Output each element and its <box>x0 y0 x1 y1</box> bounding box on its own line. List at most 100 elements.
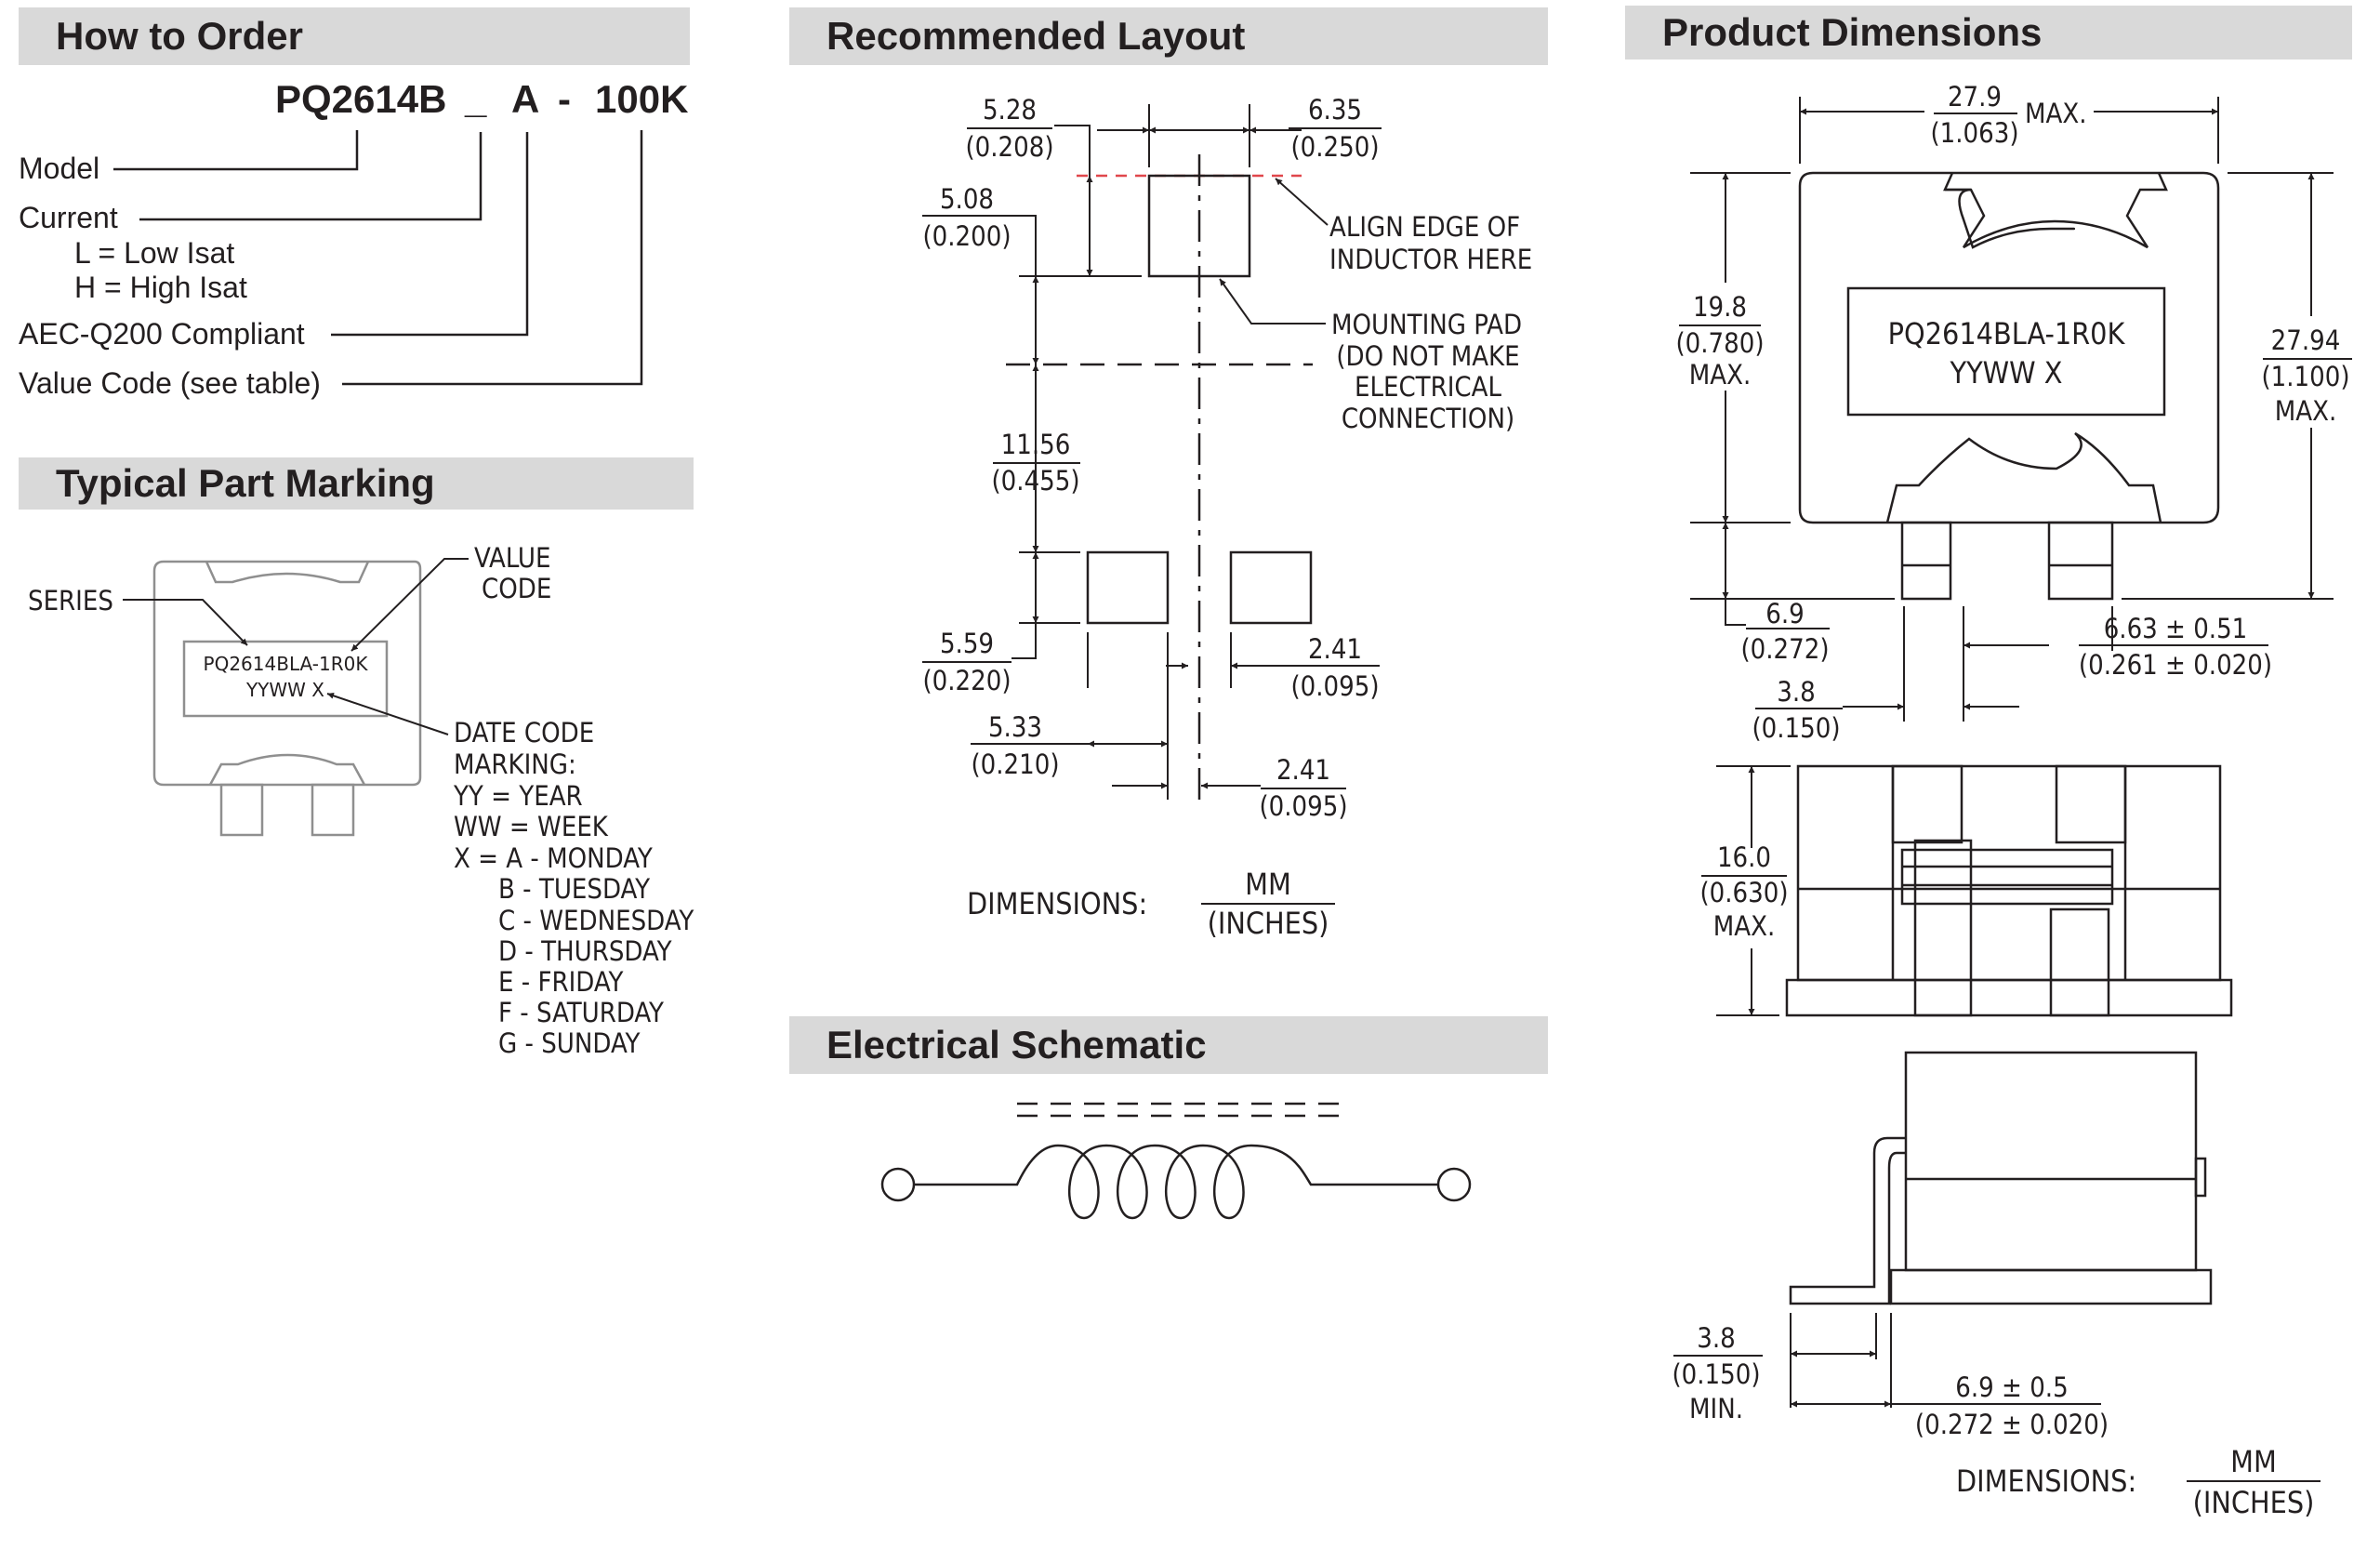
dim-text-h2-mm: 27.94 <box>2271 325 2341 356</box>
dim-text-d8-mm: 2.41 <box>1276 754 1330 786</box>
series-leader <box>123 599 248 646</box>
layout-dims-label: DIMENSIONS: <box>967 886 1147 921</box>
pad-text-2: (DO NOT MAKE <box>1336 340 1519 372</box>
date-code-1: DATE CODE <box>454 717 594 748</box>
recommended-layout-header: Recommended Layout <box>789 7 1548 65</box>
high-isat-label: H = High Isat <box>74 271 247 304</box>
dim-text-d4-mm: 11.56 <box>1001 429 1071 460</box>
end-view-outline <box>1789 1051 2213 1305</box>
date-code-yy: YY = YEAR <box>453 780 583 812</box>
current-leader <box>139 132 483 221</box>
terminal-right <box>1436 1167 1472 1202</box>
dim-text-d6-in: (0.095) <box>1290 670 1379 702</box>
day-sunday: G - SUNDAY <box>498 1027 641 1059</box>
dim-text-d7-mm: 5.33 <box>988 711 1042 743</box>
dim-text-d1-in: (0.208) <box>965 131 1053 163</box>
dim-text-side-mm: 16.0 <box>1717 841 1771 873</box>
dim-text-t2-mm: 6.63 ± 0.51 <box>2104 613 2248 644</box>
dim-text-w-max: MAX. <box>2025 98 2087 129</box>
pad-text-4: CONNECTION) <box>1342 403 1514 434</box>
dim-text-t1-mm: 6.9 <box>1765 598 1804 629</box>
dim-text-d5-mm: 5.59 <box>940 628 994 659</box>
align-text-2: INDUCTOR HERE <box>1329 244 1532 275</box>
value-code-leader-arrow <box>350 558 469 652</box>
dim-text-t2-in: (0.261 ± 0.020) <box>2079 649 2272 681</box>
dim-text-b2-mm: 6.9 ± 0.5 <box>1955 1371 2068 1403</box>
how-to-order-header: How to Order <box>19 7 690 65</box>
dim-text-d5-in: (0.220) <box>922 665 1011 696</box>
part-number-base: PQ2614B <box>275 77 446 121</box>
dim-text-h1-max: MAX. <box>1689 359 1752 391</box>
terminal-left <box>880 1167 916 1202</box>
dim-text-b1-mm: 3.8 <box>1697 1322 1735 1354</box>
dim-text-side-in: (0.630) <box>1699 877 1788 908</box>
product-unit-in: (INCHES) <box>2193 1485 2315 1520</box>
value-code-leader <box>342 130 643 386</box>
dim-text-d8-in: (0.095) <box>1259 790 1347 822</box>
align-text-1: ALIGN EDGE OF <box>1329 211 1520 243</box>
layout-unit-mm: MM <box>1245 867 1291 902</box>
layout-unit-in: (INCHES) <box>1208 906 1329 941</box>
dim-text-t3-mm: 3.8 <box>1777 676 1815 708</box>
dim-text-d3-mm: 5.08 <box>940 183 994 215</box>
dim-text-d2-mm: 6.35 <box>1308 94 1362 126</box>
current-label: Current <box>19 201 118 234</box>
dim-text-b1-in: (0.150) <box>1672 1358 1760 1390</box>
dim-text-d4-in: (0.455) <box>991 465 1079 497</box>
value-code-label: Value Code (see table) <box>19 366 321 400</box>
dim-text-t1-in: (0.272) <box>1740 633 1829 665</box>
dim-text-w-mm: 27.9 <box>1948 81 2002 113</box>
dim-text-h2-in: (1.100) <box>2261 361 2349 392</box>
part-number-value: 100K <box>595 77 688 121</box>
electrical-schematic-diagram <box>880 1102 1472 1220</box>
product-dims-label: DIMENSIONS: <box>1956 1464 2136 1499</box>
dim-text-h1-in: (0.780) <box>1675 327 1764 359</box>
date-code-ww: WW = WEEK <box>454 811 609 842</box>
dim-text-d6-mm: 2.41 <box>1308 633 1362 665</box>
model-label: Model <box>19 152 99 185</box>
dim-text-h1-mm: 19.8 <box>1693 291 1747 323</box>
dim-text-d3-in: (0.200) <box>922 220 1011 252</box>
marking-part-text: PQ2614BLA-1R0K <box>204 653 369 675</box>
aec-label: AEC-Q200 Compliant <box>19 317 305 351</box>
part-number-sep2: - <box>558 77 571 121</box>
dim-text-d2-in: (0.250) <box>1290 131 1379 163</box>
top-view-part-text: PQ2614BLA-1R0K <box>1888 316 2126 351</box>
day-wednesday: C - WEDNESDAY <box>498 905 694 936</box>
day-tuesday: B - TUESDAY <box>498 873 651 905</box>
dim-text-d7-in: (0.210) <box>971 748 1059 780</box>
day-friday: E - FRIDAY <box>498 966 624 998</box>
product-dimensions-header: Product Dimensions <box>1625 6 2352 60</box>
inductor-coil <box>914 1144 1438 1220</box>
pad-text-1: MOUNTING PAD <box>1331 309 1522 340</box>
series-label: SERIES <box>28 585 113 616</box>
value-code-2: CODE <box>482 573 551 604</box>
recommended-layout-diagram: 5.28 (0.208) 6.35 (0.250) 5.08 (0.200) 1… <box>922 94 1532 941</box>
mounting-pad-leader <box>1219 278 1326 325</box>
aec-leader <box>331 132 529 337</box>
date-code-2: MARKING: <box>454 748 576 780</box>
top-view-outline <box>1798 171 2220 601</box>
low-isat-label: L = Low Isat <box>74 236 234 270</box>
how-to-order-diagram: PQ2614B _ A - 100K Model Current L = Low… <box>19 77 688 400</box>
date-code-leader <box>326 692 449 735</box>
part-number-sep1: _ <box>464 77 487 121</box>
typical-part-marking-header: Typical Part Marking <box>19 457 694 510</box>
typical-marking-diagram: PQ2614BLA-1R0K YYWW X SERIES VALUE CODE … <box>28 542 694 1059</box>
product-dimensions-diagram: PQ2614BLA-1R0K YYWW X 27.9 (1.063) MAX. … <box>1672 81 2352 1520</box>
bottom-left-pad <box>1086 550 1170 625</box>
pad-text-3: ELECTRICAL <box>1355 371 1502 403</box>
marking-inductor-outline <box>152 560 422 837</box>
marking-date-text: YYWW X <box>245 679 324 701</box>
model-leader <box>113 130 359 171</box>
dim-text-h2-max: MAX. <box>2275 395 2337 427</box>
dim-text-w-in: (1.063) <box>1930 117 2018 149</box>
dim-text-b2-in: (0.272 ± 0.020) <box>1915 1409 2109 1440</box>
day-thursday: D - THURSDAY <box>498 935 673 967</box>
dim-text-b1-min: MIN. <box>1689 1393 1743 1424</box>
electrical-schematic-header: Electrical Schematic <box>789 1016 1548 1074</box>
dim-text-side-max: MAX. <box>1713 910 1776 942</box>
dim-text-t3-in: (0.150) <box>1752 712 1840 744</box>
value-code-1: VALUE <box>474 542 551 574</box>
